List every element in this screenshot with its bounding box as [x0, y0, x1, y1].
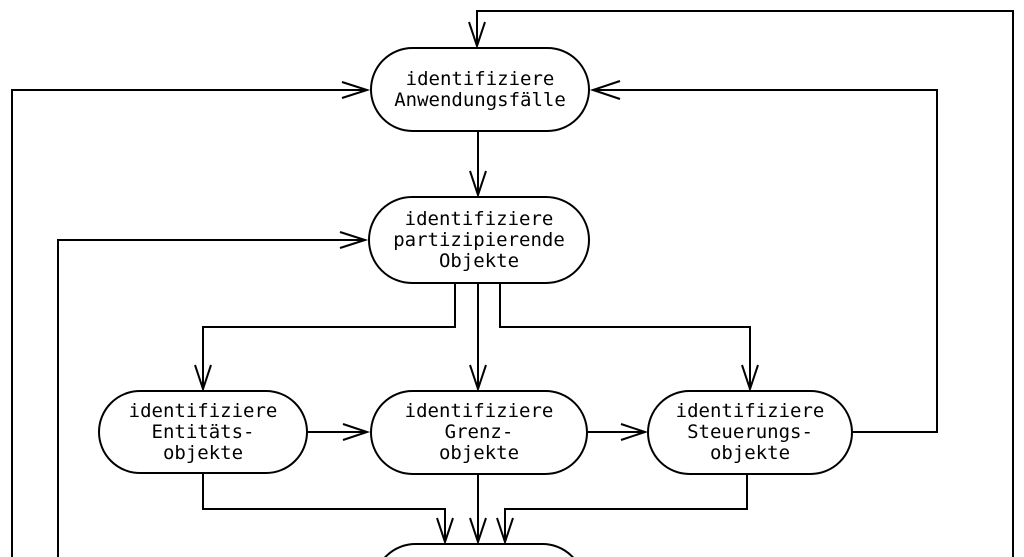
- node-anwendungsfaelle-label: identifiziere Anwendungsfälle: [394, 67, 566, 111]
- arrowhead-left-top-node: [589, 80, 621, 100]
- node-steuerungsobjekte-label: identifiziere Steuerungs- objekte: [675, 400, 825, 464]
- node-entitaetsobjekte: identifiziere Entitäts- objekte: [98, 390, 308, 474]
- arrowhead-right-steuerungs: [620, 423, 649, 441]
- edge-left-inner-loop: [57, 239, 362, 557]
- edge-n2-entitaets: [202, 281, 456, 387]
- arrowhead-down-bottom-right: [496, 517, 514, 546]
- edge-right-outer-loop: [476, 10, 1014, 557]
- node-bottom-partial: [373, 543, 585, 557]
- arrowhead-down-bottom-mid: [469, 517, 487, 546]
- edge-right-inner-loop: [596, 89, 938, 433]
- node-steuerungsobjekte: identifiziere Steuerungs- objekte: [647, 390, 853, 475]
- arrowhead-down-steuerungs: [741, 364, 759, 393]
- edge-entitaets-bottom: [202, 474, 446, 540]
- node-entitaetsobjekte-label: identifiziere Entitäts- objekte: [128, 399, 278, 464]
- arrowhead-down-entitaets: [194, 364, 212, 393]
- node-grenzobjekte: identifiziere Grenz- objekte: [370, 390, 588, 475]
- node-anwendungsfaelle: identifiziere Anwendungsfälle: [370, 47, 590, 132]
- arrowhead-down-node2: [469, 170, 487, 199]
- node-grenzobjekte-label: identifiziere Grenz- objekte: [404, 400, 554, 464]
- arrowhead-down-top-node: [468, 21, 486, 50]
- arrowhead-right-top-node: [341, 81, 371, 99]
- arrowhead-right-node2: [339, 231, 369, 249]
- edge-steuerungs-bottom: [504, 474, 748, 540]
- arrowhead-down-grenz: [469, 364, 487, 393]
- arrowhead-right-grenz: [342, 423, 371, 441]
- node-partizipierende-objekte: identifiziere partizipierende Objekte: [368, 196, 590, 284]
- node-partizipierende-objekte-label: identifiziere partizipierende Objekte: [393, 207, 565, 272]
- edge-left-outer-loop: [11, 89, 364, 557]
- arrowhead-down-bottom-left: [436, 517, 454, 546]
- edge-n2-steuerungs: [499, 281, 751, 387]
